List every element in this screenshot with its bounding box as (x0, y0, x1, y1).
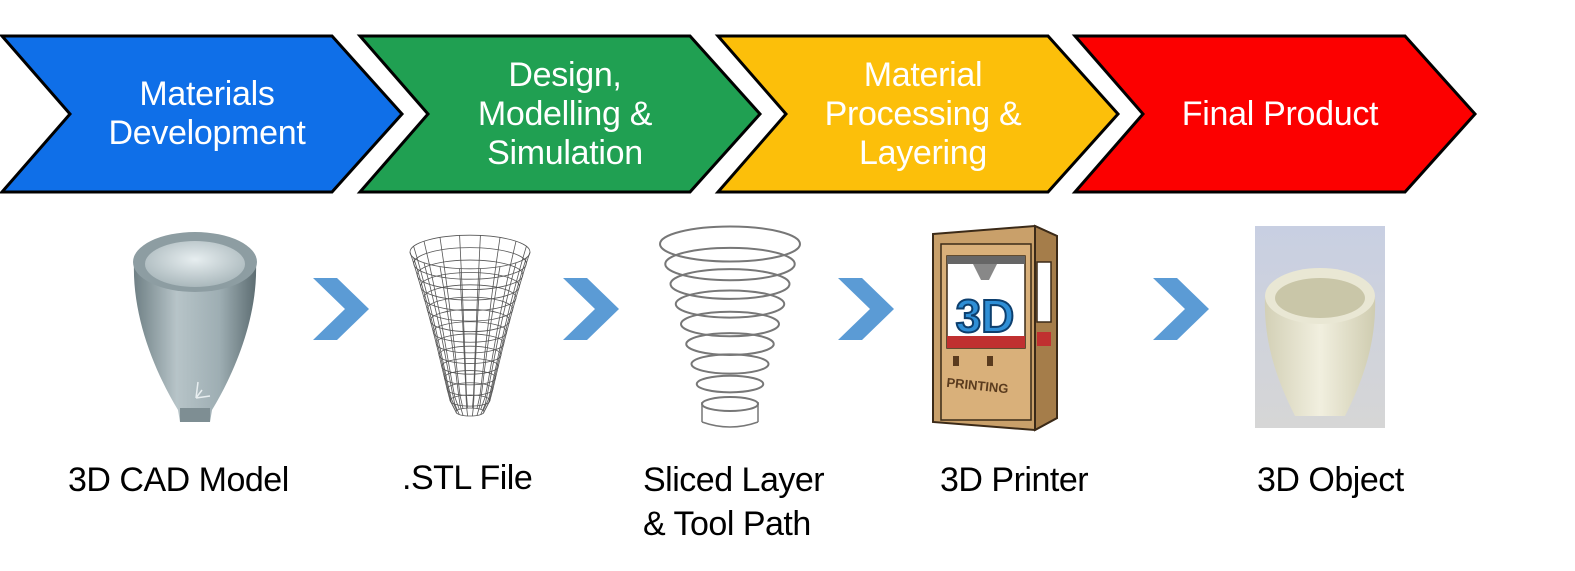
stage-caption-stl-file: .STL File (402, 459, 533, 497)
wireframe-meridian (439, 237, 464, 409)
stage-caption-3d-object: 3D Object (1257, 461, 1404, 499)
wireframe-meridian (476, 237, 501, 409)
wireframe-ring (455, 407, 485, 417)
wireframe-meridian (472, 268, 481, 416)
process-step-label: Materials Development (108, 75, 306, 152)
process-step-label: Material Processing & Layering (824, 55, 1022, 172)
stl-wireframe-icon (395, 222, 545, 432)
wireframe-meridian (423, 262, 460, 415)
slice-ring (664, 246, 796, 282)
slice-ring (659, 225, 801, 263)
chevron-shape (714, 34, 1121, 194)
slice-ring (669, 268, 791, 300)
wireframe-meridian (459, 235, 468, 409)
wireframe-meridian (476, 266, 501, 416)
process-step-final-product: Final Product (1071, 34, 1478, 196)
wireframe-meridian (483, 251, 531, 413)
slice-ring (695, 374, 765, 394)
stage-caption-cad-model: 3D CAD Model (68, 461, 289, 499)
wireframe-meridian (480, 262, 517, 415)
wireframe-meridian (472, 235, 481, 409)
wireframe-meridian (409, 251, 457, 413)
wireframe-meridian (413, 257, 458, 414)
printer-logo-text: 3D (956, 290, 1015, 342)
printed-object-icon (1255, 226, 1385, 428)
cad-model-vase-icon (120, 222, 270, 432)
slice-ring (701, 396, 759, 412)
chevron-shape (356, 34, 763, 194)
next-stage-arrow-icon (563, 278, 619, 340)
3d-printer-icon: 3D PRINTING (925, 222, 1065, 432)
wireframe-meridian (439, 266, 464, 416)
wireframe-ring (409, 234, 531, 270)
stage-caption-3d-printer: 3D Printer (940, 461, 1089, 499)
wireframe-meridian (480, 241, 517, 410)
stage-caption-sliced-layer: Sliced Layer & Tool Path (643, 461, 825, 543)
wireframe-ring (413, 247, 527, 280)
wireframe-meridian (413, 246, 458, 411)
wireframe-meridian (482, 246, 527, 411)
sliced-layers-icon (650, 222, 810, 432)
next-stage-arrow-icon (838, 278, 894, 340)
process-step-material-processing: Material Processing & Layering (714, 34, 1121, 196)
printer-panel-text: PRINTING (946, 375, 1009, 396)
wireframe-meridian (423, 241, 460, 410)
slice-ring (674, 289, 786, 319)
next-stage-arrow-icon (313, 278, 369, 340)
chevron-shape (1071, 34, 1478, 194)
slice-ring (690, 353, 770, 375)
wireframe-ring (423, 284, 517, 312)
chevron-shape (0, 34, 405, 194)
wireframe-meridian (482, 257, 527, 414)
process-step-label: Final Product (1181, 94, 1379, 133)
wireframe-meridian (459, 268, 468, 416)
process-step-materials-development: Materials Development (0, 34, 405, 196)
process-step-design-modelling: Design, Modelling & Simulation (356, 34, 763, 196)
slice-ring (680, 310, 780, 338)
next-stage-arrow-icon (1153, 278, 1209, 340)
process-step-label: Design, Modelling & Simulation (477, 55, 653, 172)
